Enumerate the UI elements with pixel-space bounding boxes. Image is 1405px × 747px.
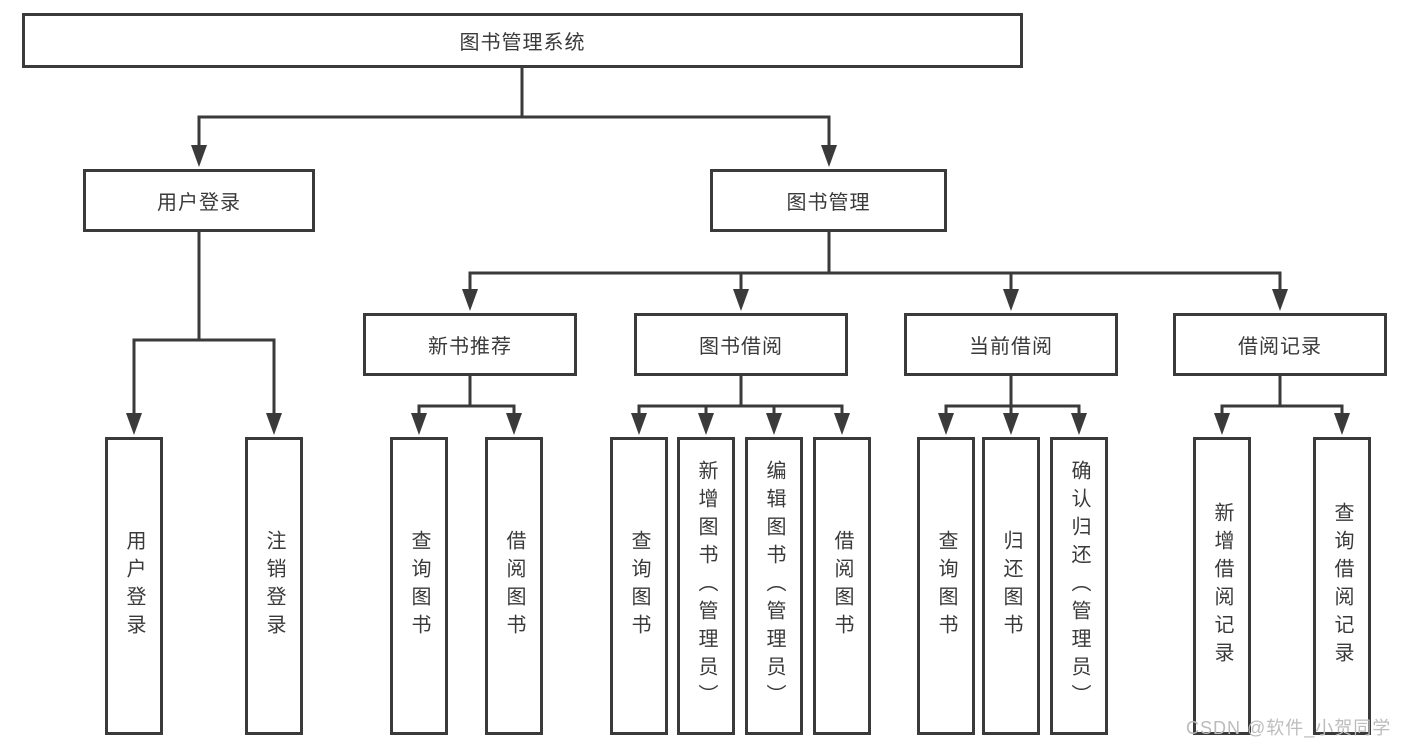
wire-current-borrow-children <box>944 374 1081 416</box>
node-leaf-query-books-current: 查询图书 <box>917 437 975 735</box>
node-user-login: 用户登录 <box>83 169 315 232</box>
node-leaf-query-books-recommend: 查询图书 <box>390 437 448 735</box>
node-label: 用户登录 <box>123 530 145 642</box>
node-leaf-confirm-return-admin: 确认归还（管理员） <box>1050 437 1108 735</box>
node-label: 查询图书 <box>935 530 957 642</box>
node-label: 新书推荐 <box>428 336 512 358</box>
wire-user-login-children <box>132 230 276 416</box>
node-label: 借阅记录 <box>1238 336 1322 358</box>
node-label: 编辑图书（管理员） <box>763 460 785 712</box>
node-label: 借阅图书 <box>831 530 853 642</box>
node-label: 查询图书 <box>628 530 650 642</box>
node-label: 用户登录 <box>157 192 241 214</box>
node-leaf-query-books-borrow: 查询图书 <box>610 437 668 735</box>
node-current-borrowing: 当前借阅 <box>904 313 1118 376</box>
wire-borrow-record-children <box>1220 374 1344 416</box>
node-borrowing-records: 借阅记录 <box>1173 313 1387 376</box>
node-label: 新增图书（管理员） <box>695 460 717 712</box>
wire-root-to-level2 <box>197 66 831 148</box>
node-label: 查询借阅记录 <box>1331 502 1353 670</box>
node-new-book-recommend: 新书推荐 <box>363 313 577 376</box>
node-leaf-query-borrow-record: 查询借阅记录 <box>1313 437 1371 735</box>
csdn-watermark: CSDN @软件_小贺同学 <box>1186 718 1392 738</box>
node-library-management-system: 图书管理系统 <box>22 13 1023 68</box>
node-book-management: 图书管理 <box>710 169 947 232</box>
node-label: 查询图书 <box>408 530 430 642</box>
node-leaf-return-books: 归还图书 <box>982 437 1040 735</box>
node-leaf-edit-books-admin: 编辑图书（管理员） <box>745 437 803 735</box>
node-leaf-user-login: 用户登录 <box>105 437 163 735</box>
node-label: 图书管理 <box>786 192 871 214</box>
node-leaf-add-books-admin: 新增图书（管理员） <box>677 437 735 735</box>
node-label: 确认归还（管理员） <box>1068 460 1090 712</box>
node-leaf-borrow-books-recommend: 借阅图书 <box>485 437 543 735</box>
node-label: 借阅图书 <box>503 530 525 642</box>
wire-book-borrow-children <box>637 374 844 416</box>
node-leaf-logout: 注销登录 <box>245 437 303 735</box>
node-label: 注销登录 <box>263 530 285 642</box>
node-label: 图书借阅 <box>699 336 783 358</box>
wire-new-book-children <box>417 374 516 416</box>
node-label: 归还图书 <box>1000 530 1022 642</box>
node-leaf-add-borrow-record: 新增借阅记录 <box>1193 437 1251 735</box>
wire-book-management-children <box>468 230 1282 293</box>
node-label: 当前借阅 <box>969 336 1053 358</box>
node-leaf-borrow-books: 借阅图书 <box>813 437 871 735</box>
node-book-borrowing: 图书借阅 <box>634 313 848 376</box>
node-label: 新增借阅记录 <box>1211 502 1233 670</box>
node-label: 图书管理系统 <box>459 32 586 54</box>
